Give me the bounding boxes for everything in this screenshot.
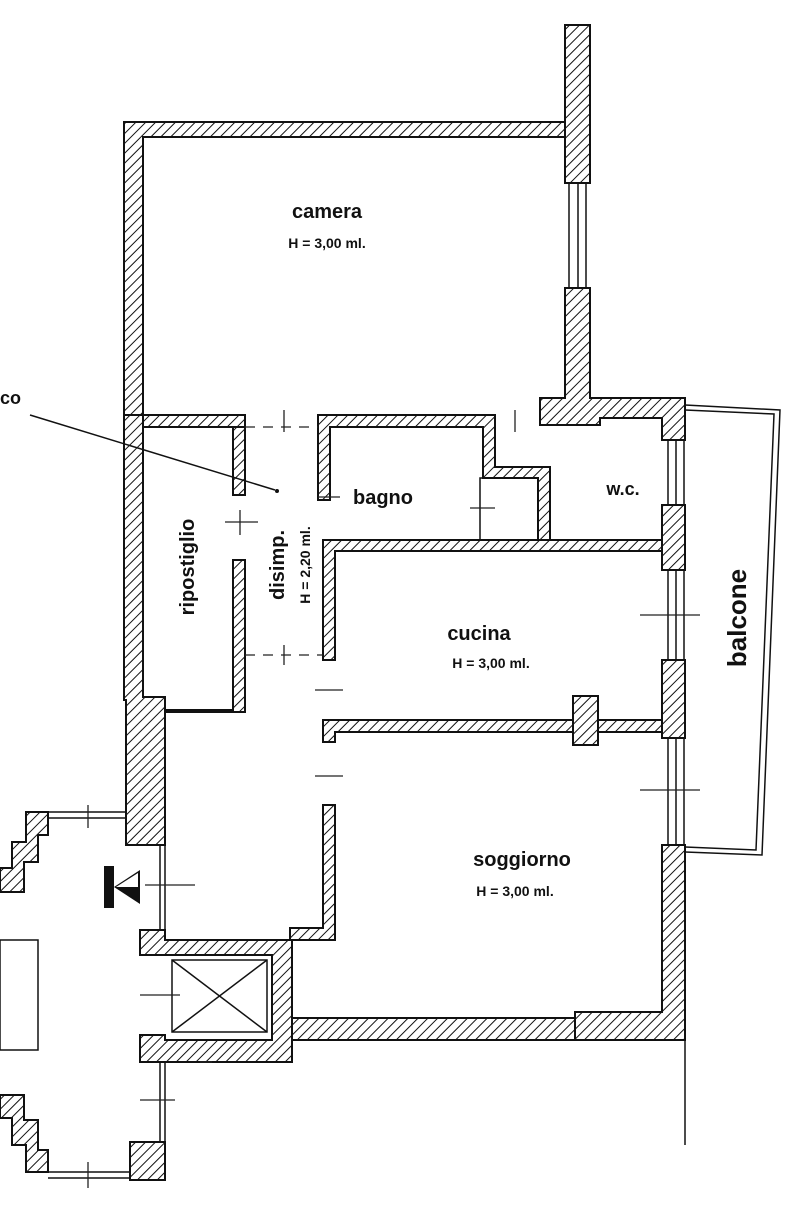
label-soggiorno-height: H = 3,00 ml. [476, 883, 553, 899]
label-disimpegno-height: H = 2,20 ml. [297, 526, 313, 603]
label-disimpegno: disimp. [267, 530, 289, 600]
label-soggiorno: soggiorno [473, 849, 571, 871]
wall-stair-right [129, 1141, 166, 1181]
stair-landing [0, 939, 39, 1051]
wall-left-lower [123, 414, 238, 846]
label-bagno: bagno [353, 487, 413, 509]
callout-text: co [0, 388, 21, 408]
walls [0, 24, 686, 1181]
callout-leader [29, 414, 276, 491]
label-camera-height: H = 3,00 ml. [288, 235, 365, 251]
wall-right-wc [661, 504, 686, 571]
thin-lines [0, 183, 781, 1188]
label-cucina: cucina [447, 623, 511, 645]
entrance-arrow-icon [104, 866, 140, 908]
label-wc: w.c. [605, 479, 639, 499]
wall-bottom [289, 1017, 576, 1041]
wall-ripostiglio-right-upper [232, 426, 246, 496]
wall-pillar-cucina [572, 695, 599, 746]
wall-top [123, 121, 591, 416]
balcony-outline [684, 404, 781, 856]
wall-stair-upper [0, 811, 49, 893]
wall-bagno-cucina [322, 539, 663, 661]
wall-stair-lower [0, 1094, 49, 1173]
wall-ripostiglio-right-lower [232, 559, 246, 713]
labels: camera H = 3,00 ml. bagno w.c. ripostigl… [0, 201, 752, 899]
wall-cucina-soggiorno [322, 719, 663, 746]
label-balcone: balcone [722, 569, 752, 667]
wall-right-mid [539, 287, 686, 441]
label-ripostiglio: ripostiglio [177, 519, 199, 616]
wall-ripostiglio-top [142, 414, 246, 428]
wall-soggiorno-left [289, 804, 336, 941]
wall-right-upper [564, 24, 591, 184]
label-cucina-height: H = 3,00 ml. [452, 655, 529, 671]
wall-lift [139, 929, 293, 1063]
shower-tray [479, 477, 539, 541]
label-camera: camera [292, 201, 363, 223]
wall-right-cucina [661, 659, 686, 739]
wall-right-soggiorno [574, 844, 686, 1041]
lift-shaft [171, 959, 268, 1033]
